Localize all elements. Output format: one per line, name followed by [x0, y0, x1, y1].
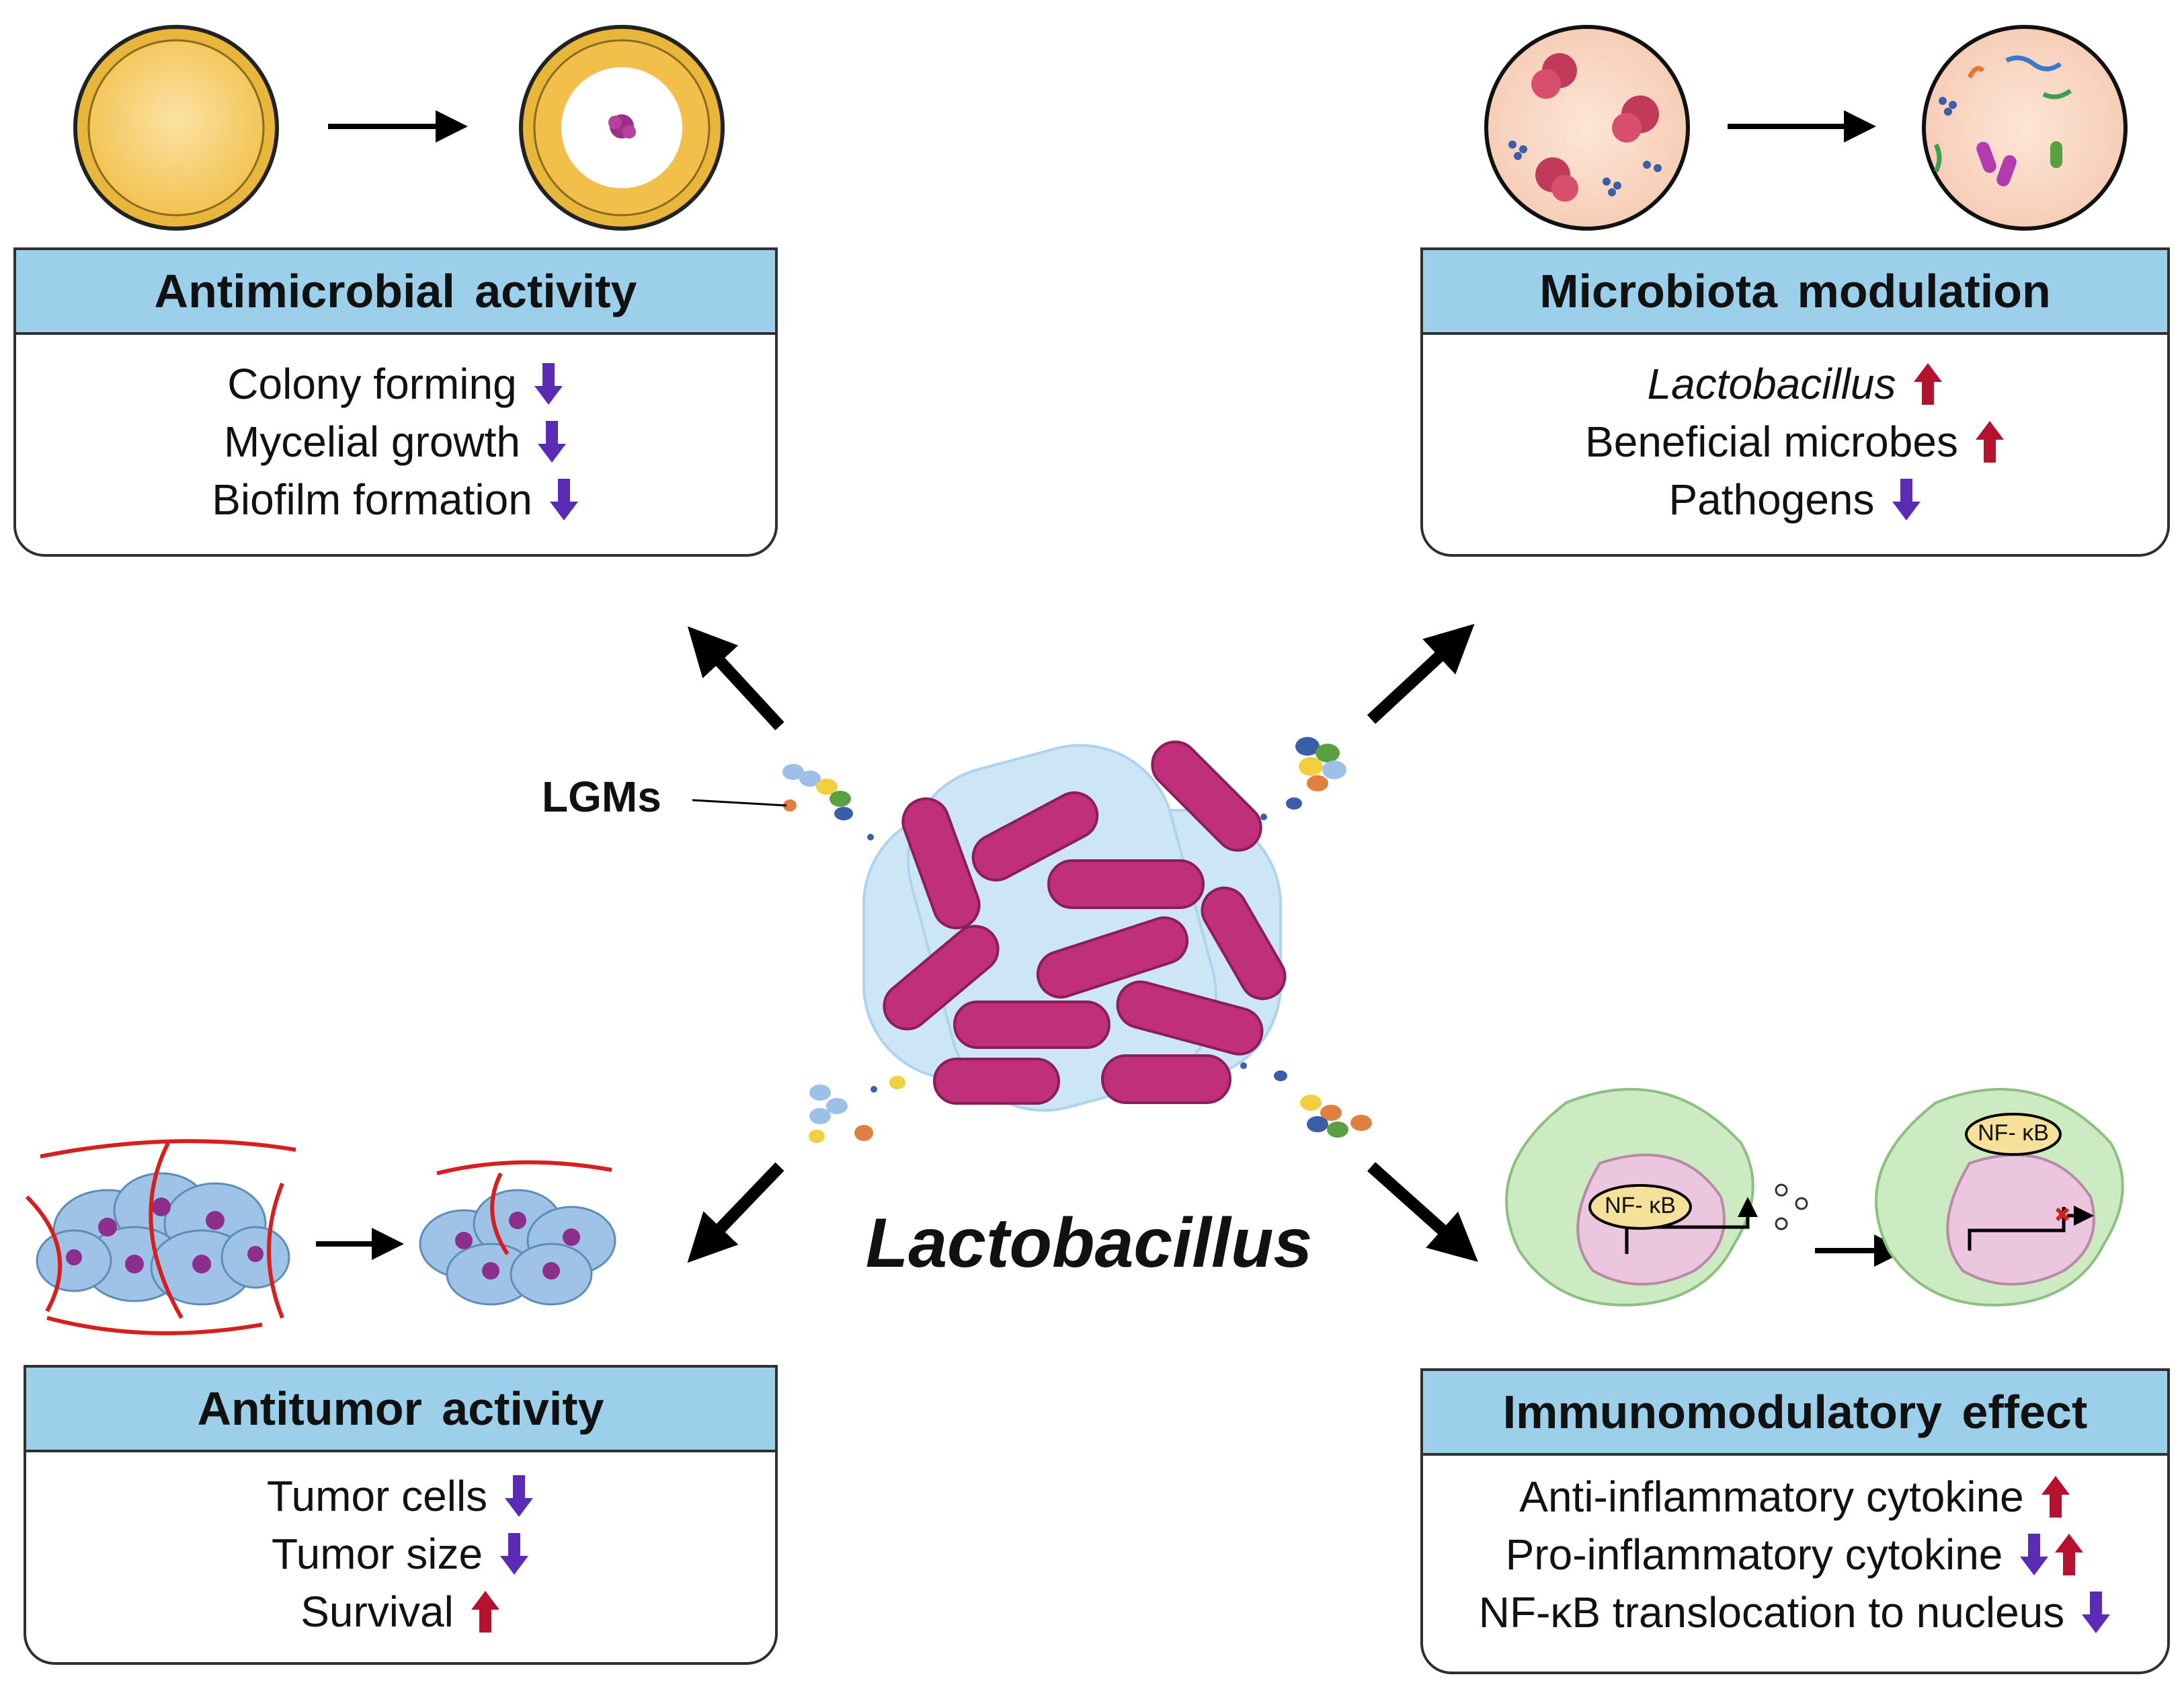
row-label: Lactobacillus	[1647, 360, 1896, 408]
row-label: Tumor size	[271, 1530, 483, 1578]
main-arrows-icon	[687, 623, 1478, 1263]
row-label: Survival	[300, 1587, 454, 1636]
gut-sample-before-icon	[1484, 25, 1690, 231]
row-label: Pathogens	[1668, 475, 1875, 524]
petri-dish-before-icon	[73, 25, 279, 231]
panel-row: Beneficial microbes	[1585, 413, 2005, 471]
lgm-label: LGMs	[542, 773, 661, 821]
panel-row: Pathogens	[1668, 471, 1921, 528]
panel-row: Lactobacillus	[1648, 355, 1943, 413]
nfkb-label-after: NF- κB	[1978, 1120, 2049, 1146]
row-label: Colony forming	[227, 360, 517, 408]
tumor-before-icon	[25, 1139, 296, 1335]
row-label: NF-κB translocation to nucleus	[1478, 1588, 2065, 1637]
increase-arrow-icon	[470, 1590, 501, 1634]
panel-immunomodulatory: Immunomodulatory effect Anti-inflammator…	[1420, 1368, 2170, 1674]
lactobacillus-cluster-icon	[862, 740, 1287, 1112]
increase-arrow-icon	[1974, 420, 2005, 464]
panel-row: NF-κB translocation to nucleus	[1479, 1583, 2112, 1641]
row-label: Biofilm formation	[212, 475, 532, 524]
panel-row: Pro-inflammatory cytokine	[1506, 1526, 2085, 1583]
panel-row: Colony forming	[227, 355, 563, 413]
row-label: Pro-inflammatory cytokine	[1505, 1530, 2003, 1579]
row-label: Tumor cells	[266, 1472, 488, 1520]
panel-row: Tumor size	[272, 1525, 530, 1583]
panel-title: Microbiota modulation	[1423, 250, 2167, 335]
panel-row: Biofilm formation	[212, 471, 579, 528]
panel-row: Anti-inflammatory cytokine	[1519, 1468, 2070, 1526]
decrease-arrow-icon	[499, 1532, 530, 1576]
decrease-arrow-icon	[2019, 1532, 2050, 1577]
center-title: Lactobacillus	[865, 1204, 1313, 1282]
immune-cell-before-icon	[1505, 1088, 1808, 1306]
panel-title: Antitumor activity	[26, 1368, 775, 1452]
increase-arrow-icon	[2040, 1475, 2071, 1519]
panel-row: Survival	[300, 1583, 501, 1641]
decrease-arrow-icon	[1891, 477, 1922, 522]
decrease-arrow-icon	[549, 477, 579, 522]
decrease-arrow-icon	[533, 362, 564, 406]
panel-title: Antimicrobial activity	[16, 250, 775, 335]
panel-row: Mycelial growth	[224, 413, 567, 471]
decrease-arrow-icon	[2080, 1590, 2111, 1635]
decrease-arrow-icon	[536, 420, 567, 464]
gut-sample-after-icon	[1922, 25, 2128, 231]
decrease-arrow-icon	[503, 1474, 534, 1518]
petri-dish-after-icon	[519, 25, 725, 231]
lgm-clusters-icon	[692, 737, 1372, 1143]
tumor-after-icon	[419, 1160, 616, 1306]
panel-row: Tumor cells	[267, 1467, 534, 1525]
row-label: Anti-inflammatory cytokine	[1519, 1473, 2024, 1521]
row-label: Mycelial growth	[223, 418, 521, 466]
immune-cell-after-icon	[1875, 1088, 2124, 1306]
increase-arrow-icon	[1912, 362, 1943, 406]
row-label: Beneficial microbes	[1585, 418, 1958, 466]
nfkb-label-before: NF- κB	[1605, 1193, 1676, 1218]
panel-title: Immunomodulatory effect	[1423, 1371, 2167, 1456]
increase-arrow-icon	[2054, 1532, 2085, 1577]
